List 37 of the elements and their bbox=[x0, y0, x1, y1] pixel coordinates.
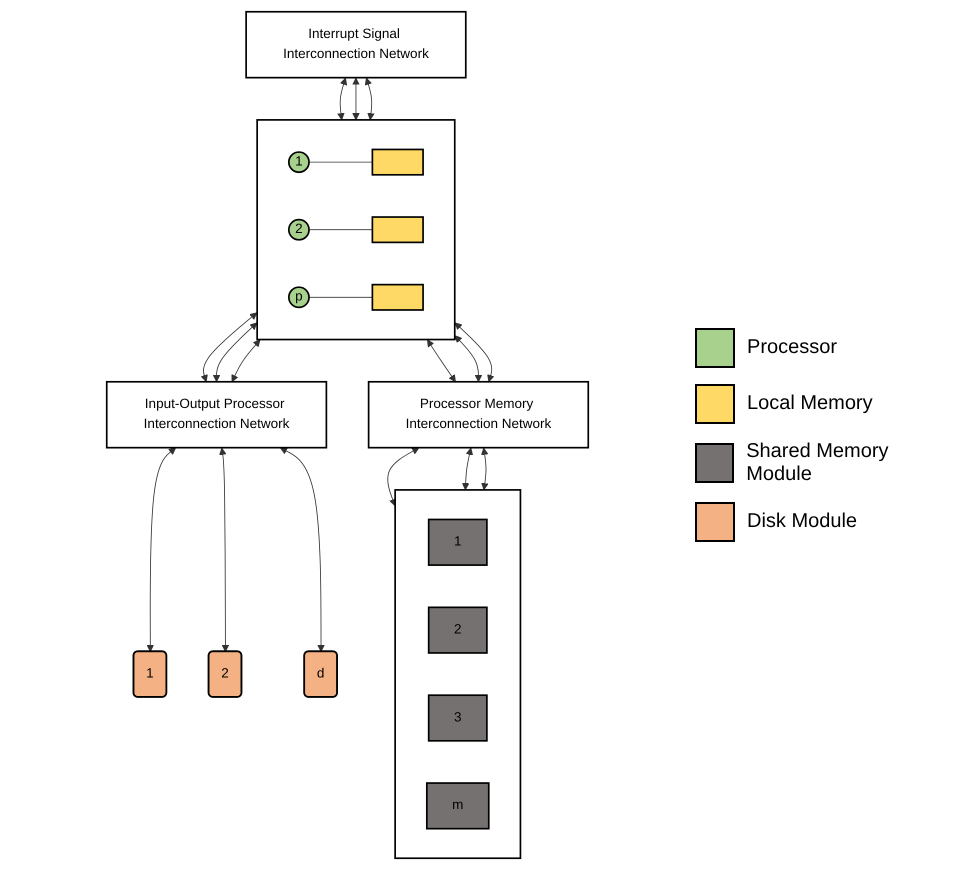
cluster bbox=[256, 118, 456, 340]
arrow bbox=[364, 77, 375, 120]
arrow bbox=[146, 447, 176, 652]
legend-label: Shared Memory Module bbox=[746, 440, 890, 486]
arrow bbox=[454, 322, 494, 382]
arrow bbox=[231, 338, 260, 382]
node-box: 1 bbox=[428, 518, 488, 566]
connector bbox=[308, 161, 373, 162]
node-box: Processor Memory Interconnection Network bbox=[368, 380, 590, 448]
arrow bbox=[387, 447, 420, 506]
arrow bbox=[352, 77, 360, 120]
cluster bbox=[394, 488, 522, 859]
arrow bbox=[462, 447, 474, 490]
legend-label: Local Memory bbox=[747, 392, 873, 415]
node-box: 2 bbox=[428, 606, 488, 654]
connector bbox=[308, 296, 373, 298]
node-circle: 1 bbox=[288, 150, 310, 173]
node-box bbox=[372, 283, 424, 310]
node-circle: p bbox=[288, 286, 310, 308]
node-box: 3 bbox=[428, 694, 488, 742]
arrow bbox=[481, 447, 489, 490]
arrow bbox=[280, 447, 325, 652]
node-box: m bbox=[426, 782, 490, 830]
arrow bbox=[337, 77, 348, 120]
arrow bbox=[219, 447, 230, 652]
arrow bbox=[200, 312, 258, 382]
legend-label: Disk Module bbox=[747, 510, 858, 533]
node-box bbox=[372, 216, 424, 243]
arrow bbox=[427, 338, 456, 382]
node-box: Input-Output Processor Interconnection Network bbox=[106, 380, 328, 448]
arrow bbox=[212, 322, 258, 382]
legend-label: Processor bbox=[747, 336, 838, 359]
connector bbox=[308, 228, 373, 230]
node-circle: 2 bbox=[288, 218, 310, 240]
arrow bbox=[454, 334, 482, 382]
node-box: Interrupt Signal Interconnection Network bbox=[245, 10, 467, 78]
node-box bbox=[372, 148, 424, 176]
